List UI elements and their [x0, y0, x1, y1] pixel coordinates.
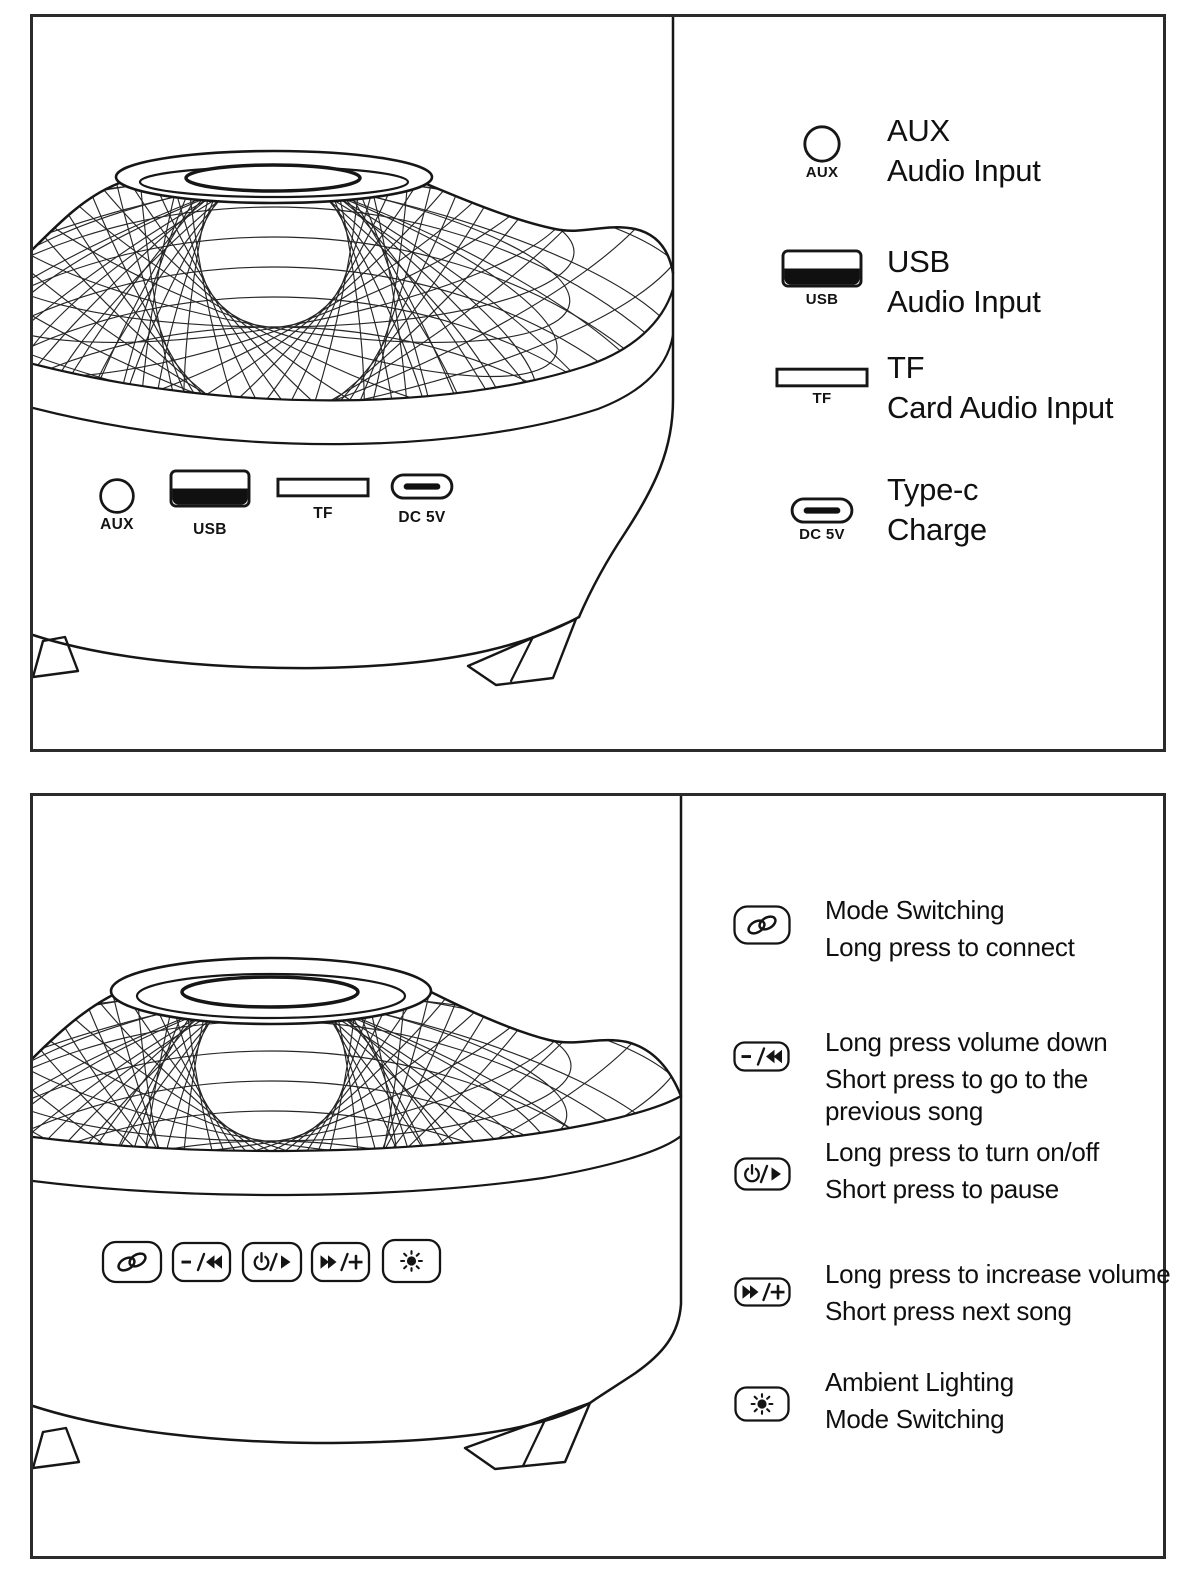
- typec-port-icon: [390, 473, 454, 500]
- typec-port-label: DC 5V: [398, 509, 446, 526]
- legend-volume-up-button-icon: [734, 1277, 791, 1312]
- legend-entry-mode-switch: Mode Switching Long press to connect: [825, 894, 1075, 963]
- legend-line: Mode Switching: [825, 895, 1005, 925]
- legend-line: Long press volume down: [825, 1027, 1108, 1057]
- tf-slot-icon: [276, 477, 370, 498]
- device-foot-right-fold: [509, 635, 535, 683]
- device-illustration-ports: AUX USB TF DC 5V: [33, 17, 675, 687]
- device-foot-right: [463, 1401, 592, 1471]
- legend-entry-volume-down: Long press volume down Short press to go…: [825, 1026, 1108, 1127]
- legend-line: Long press to increase volume: [825, 1259, 1171, 1289]
- legend-typec-desc: Charge: [887, 512, 987, 547]
- legend-usb-icon: [781, 249, 863, 288]
- device-bottom-edge: [33, 615, 581, 670]
- buttons-diagram-panel: Mode Switching Long press to connect Lon…: [30, 793, 1171, 1559]
- legend-tf-icon-label: TF: [812, 390, 832, 407]
- legend-tf-desc: Card Audio Input: [887, 390, 1114, 425]
- legend-entry-typec: Type-c Charge: [887, 470, 987, 550]
- device-foot-right-fold: [521, 1418, 547, 1468]
- device-bottom-edge: [33, 1401, 592, 1445]
- legend-usb-title: USB: [887, 244, 950, 279]
- legend-entry-power-play: Long press to turn on/off Short press to…: [825, 1136, 1099, 1205]
- legend-line: Long press to connect: [825, 932, 1075, 962]
- legend-typec-icon-label: DC 5V: [799, 526, 845, 543]
- legend-entry-aux: AUX Audio Input: [887, 111, 1041, 191]
- mesh-dome-illustration: [33, 959, 681, 1151]
- legend-line: previous song: [825, 1096, 983, 1126]
- legend-entry-ambient-light: Ambient Lighting Mode Switching: [825, 1366, 1014, 1435]
- legend-line: Ambient Lighting: [825, 1367, 1014, 1397]
- legend-aux-title: AUX: [887, 113, 950, 148]
- legend-aux-desc: Audio Input: [887, 153, 1041, 188]
- usb-port-label: USB: [193, 521, 227, 538]
- legend-line: Long press to turn on/off: [825, 1137, 1099, 1167]
- body-band-top-line: [33, 1094, 683, 1153]
- ports-diagram-panel: AUX USB TF DC 5V AUX USB TF DC 5V AUX Au…: [30, 14, 1166, 752]
- legend-tf-icon: [775, 367, 869, 388]
- legend-ambient-light-button-icon: [734, 1386, 790, 1427]
- body-band-top-line: [33, 287, 675, 402]
- legend-usb-icon-label: USB: [805, 291, 839, 308]
- legend-line: Mode Switching: [825, 1404, 1005, 1434]
- legend-typec-icon: [790, 497, 854, 524]
- legend-aux-icon: [803, 125, 841, 163]
- legend-line: Short press next song: [825, 1296, 1072, 1326]
- aux-port-icon: [99, 478, 135, 514]
- sun-icon: [750, 1393, 774, 1415]
- projector-lens-ring-inner: [184, 163, 362, 193]
- device-right-edge: [577, 17, 675, 619]
- legend-entry-tf: TF Card Audio Input: [887, 348, 1113, 428]
- projector-lens-ring-inner: [180, 975, 360, 1009]
- legend-usb-desc: Audio Input: [887, 284, 1041, 319]
- legend-volume-down-button-icon: [733, 1041, 790, 1077]
- device-foot-left: [33, 635, 80, 679]
- legend-aux-icon-label: AUX: [805, 164, 839, 181]
- legend-typec-title: Type-c: [887, 472, 979, 507]
- device-volume-up-next-button: [310, 1241, 371, 1283]
- tf-slot-label: TF: [313, 505, 333, 522]
- device-power-play-button: [241, 1241, 303, 1283]
- mesh-dome-illustration: [33, 157, 673, 401]
- body-band-bottom-line: [33, 1134, 683, 1197]
- legend-entry-volume-up: Long press to increase volume Short pres…: [825, 1258, 1171, 1327]
- body-band-bottom-line: [33, 333, 675, 446]
- legend-entry-usb: USB Audio Input: [887, 242, 1041, 322]
- device-illustration-buttons: [33, 796, 683, 1471]
- legend-power-play-button-icon: [734, 1157, 791, 1196]
- device-foot-left: [33, 1426, 81, 1470]
- usb-port-icon: [169, 469, 251, 508]
- device-button-row: [101, 1238, 442, 1284]
- device-right-edge: [588, 796, 683, 1405]
- legend-line: Short press to pause: [825, 1174, 1059, 1204]
- legend-tf-title: TF: [887, 350, 925, 385]
- legend-mode-switch-button-icon: [733, 905, 791, 950]
- legend-line: Short press to go to the: [825, 1064, 1089, 1094]
- sun-icon: [400, 1250, 423, 1272]
- device-mode-switch-button: [101, 1240, 163, 1284]
- aux-port-label: AUX: [100, 516, 134, 533]
